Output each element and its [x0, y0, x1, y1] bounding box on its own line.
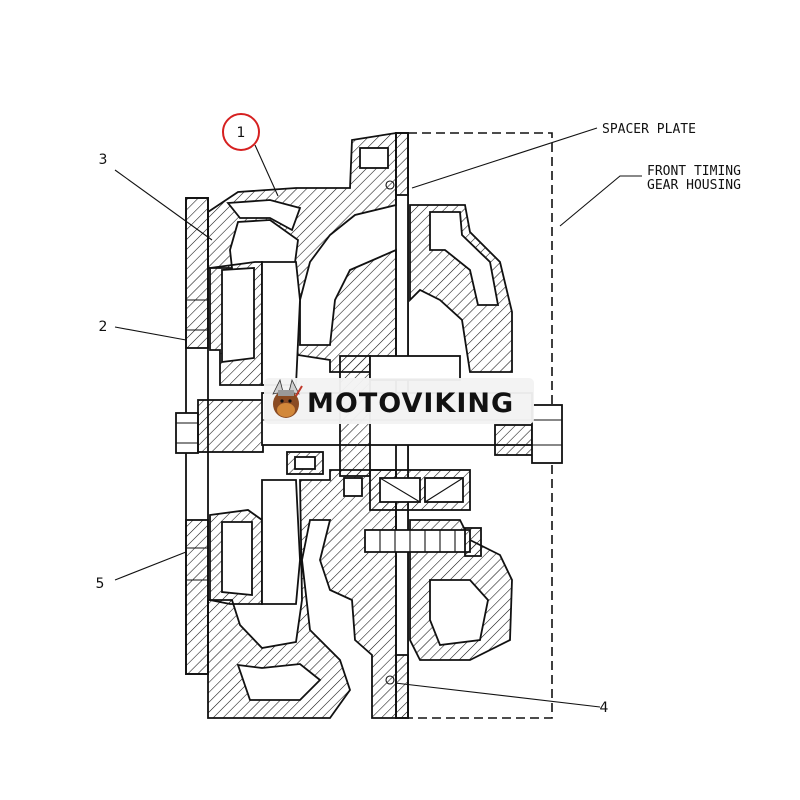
drive-gear	[364, 204, 513, 661]
callout-number-5: 5	[96, 576, 105, 592]
watermark-text: MOTOVIKING	[307, 388, 514, 419]
pump-housing	[207, 131, 397, 719]
viking-logo-icon	[272, 378, 303, 418]
callout-number-4: 4	[600, 700, 609, 716]
callout-number-2: 2	[99, 319, 108, 335]
callout-number-3: 3	[99, 152, 108, 168]
impeller	[209, 261, 301, 605]
callout-1: 1	[222, 113, 260, 151]
watermark-banner: MOTOVIKING	[264, 378, 534, 424]
callout-number-1: 1	[237, 125, 246, 141]
label-front-timing-line1: FRONT TIMING	[647, 164, 741, 179]
leader-lines	[114, 127, 642, 708]
label-spacer-plate: SPACER PLATE	[602, 122, 696, 137]
label-front-timing-line2: GEAR HOUSING	[647, 178, 741, 193]
highlight-circle	[222, 113, 260, 151]
